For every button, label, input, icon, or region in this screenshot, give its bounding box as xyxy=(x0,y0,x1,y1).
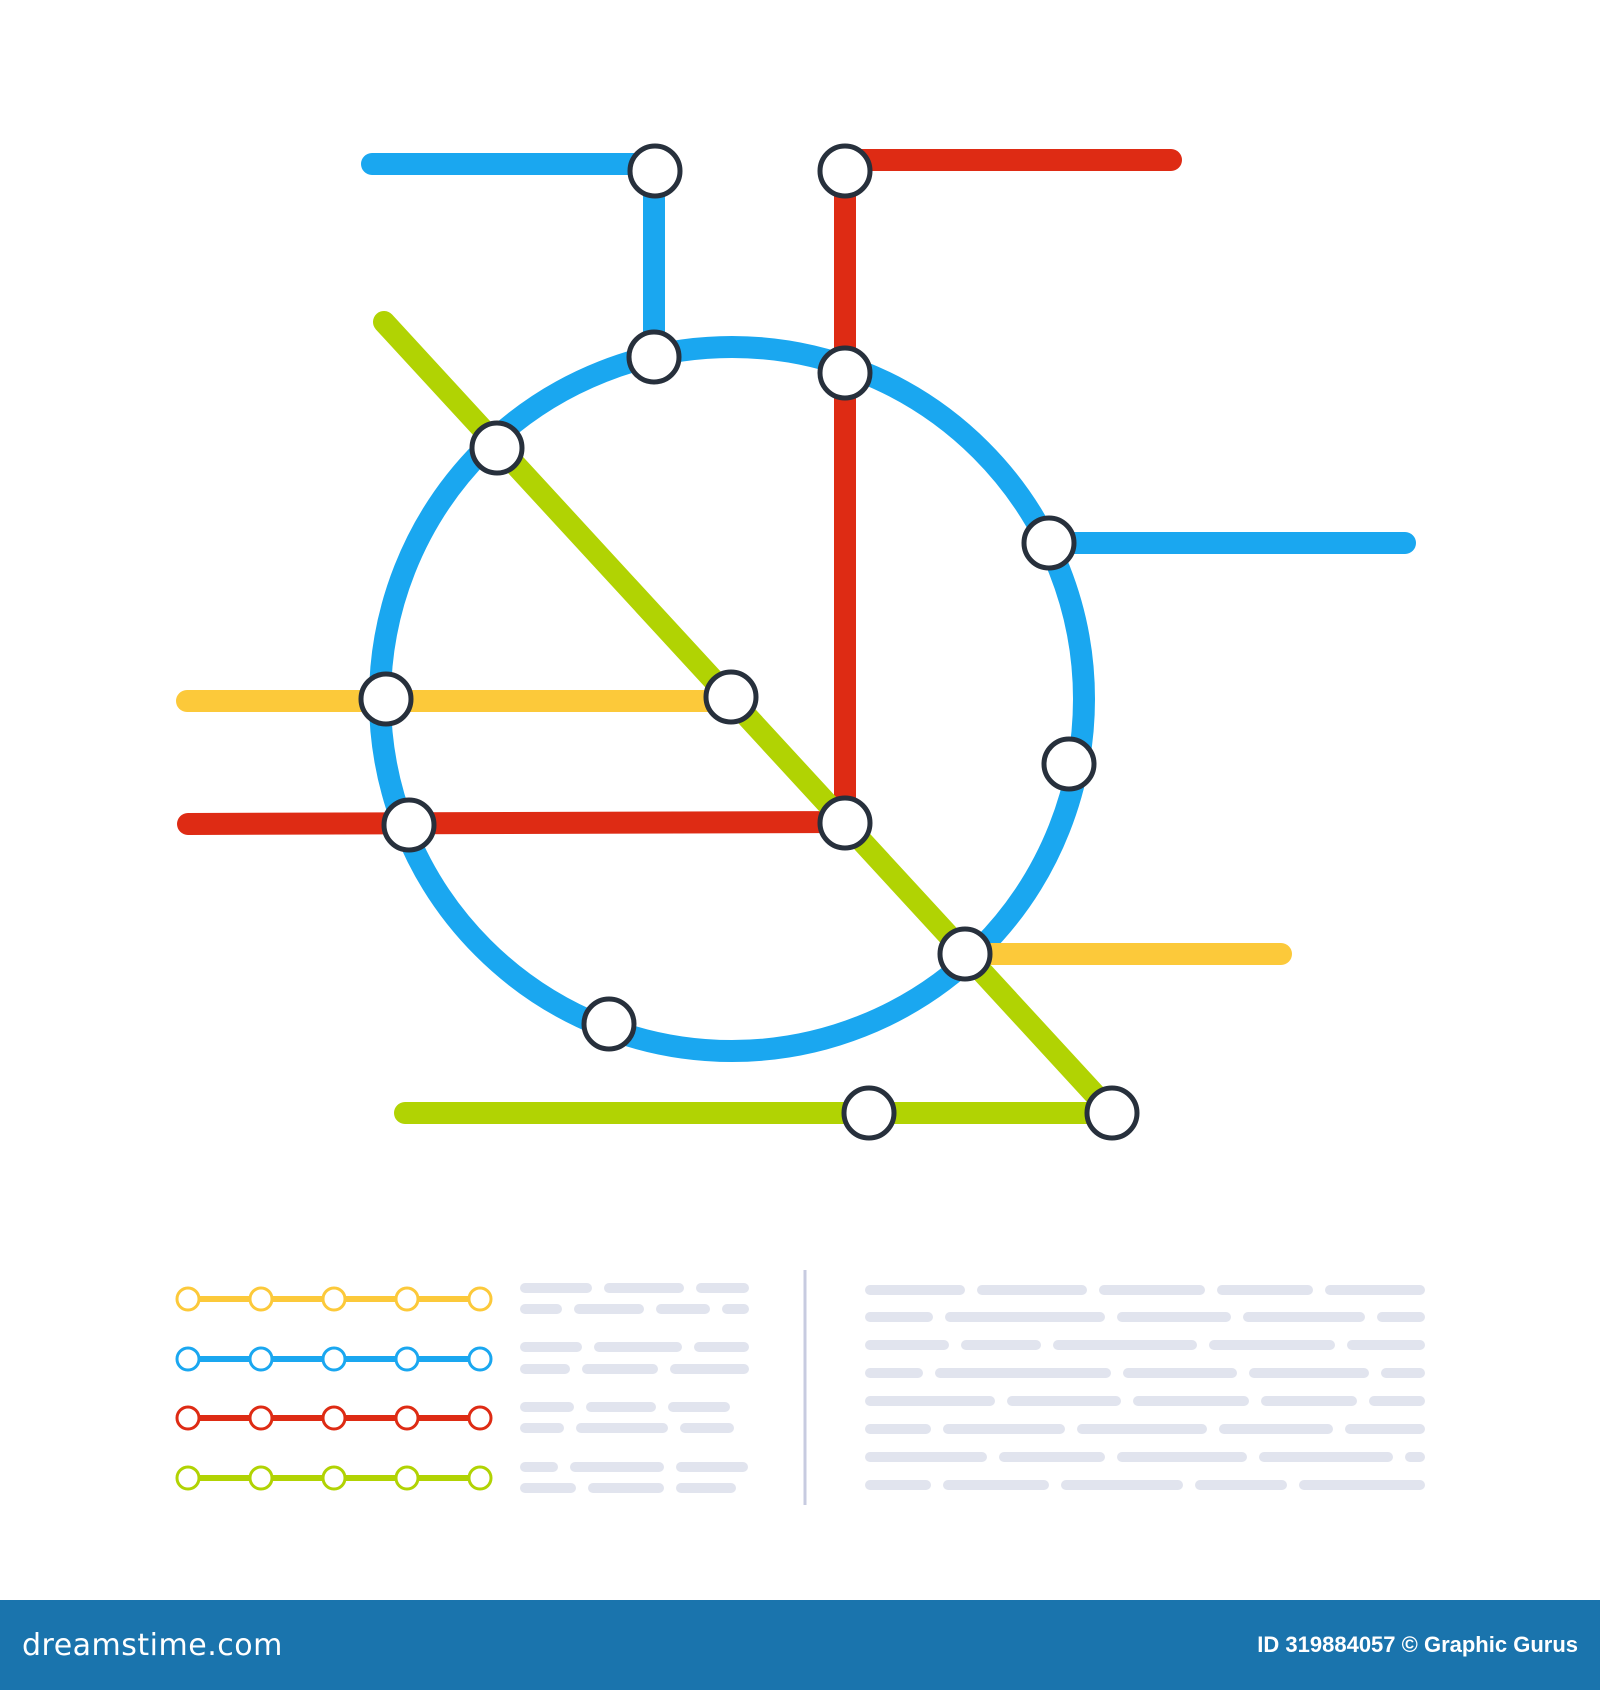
station-icon xyxy=(817,345,873,401)
station-icon xyxy=(381,797,437,853)
legend-station-icon xyxy=(248,1286,274,1312)
legend-station-icon xyxy=(175,1405,201,1431)
legend-item-yellow xyxy=(175,1286,493,1312)
metro-stations xyxy=(358,143,1140,1141)
legend-station-icon xyxy=(394,1286,420,1312)
legend-station-icon xyxy=(321,1405,347,1431)
brand-logo[interactable]: dreamstime.com xyxy=(22,1627,283,1663)
legend-item-green xyxy=(175,1465,493,1491)
station-icon xyxy=(1041,736,1097,792)
legend-item-blue xyxy=(175,1346,493,1372)
legend-station-icon xyxy=(467,1346,493,1372)
legend-station-icon xyxy=(321,1286,347,1312)
station-icon xyxy=(626,329,682,385)
legend-station-icon xyxy=(248,1405,274,1431)
legend-station-icon xyxy=(467,1286,493,1312)
red-line xyxy=(177,149,1182,835)
legend-station-icon xyxy=(467,1405,493,1431)
blue-line-branch-north xyxy=(361,153,665,367)
station-icon xyxy=(1021,515,1077,571)
station-icon xyxy=(627,143,683,199)
station-icon xyxy=(358,671,414,727)
station-icon xyxy=(703,669,759,725)
metro-map-illustration xyxy=(175,143,1425,1505)
legend-station-icon xyxy=(467,1465,493,1491)
legend-station-icon xyxy=(394,1405,420,1431)
legend-station-icon xyxy=(394,1346,420,1372)
legend-station-icon xyxy=(321,1346,347,1372)
legend-station-icon xyxy=(321,1465,347,1491)
placeholder-text-blocks xyxy=(520,1270,1425,1505)
station-icon xyxy=(817,795,873,851)
station-icon xyxy=(841,1085,897,1141)
metro-lines xyxy=(176,149,1416,1124)
legend-item-red xyxy=(175,1405,493,1431)
station-icon xyxy=(581,996,637,1052)
station-icon xyxy=(1084,1085,1140,1141)
legend-station-icon xyxy=(175,1286,201,1312)
legend xyxy=(175,1286,493,1491)
legend-station-icon xyxy=(175,1346,201,1372)
station-icon xyxy=(937,926,993,982)
footer-bar: dreamstime.com ID 319884057 © Graphic Gu… xyxy=(0,1600,1600,1690)
legend-station-icon xyxy=(394,1465,420,1491)
image-credit: ID 319884057 © Graphic Gurus xyxy=(1257,1632,1578,1657)
legend-station-icon xyxy=(248,1346,274,1372)
station-icon xyxy=(817,143,873,199)
legend-station-icon xyxy=(175,1465,201,1491)
legend-station-icon xyxy=(248,1465,274,1491)
station-icon xyxy=(469,420,525,476)
